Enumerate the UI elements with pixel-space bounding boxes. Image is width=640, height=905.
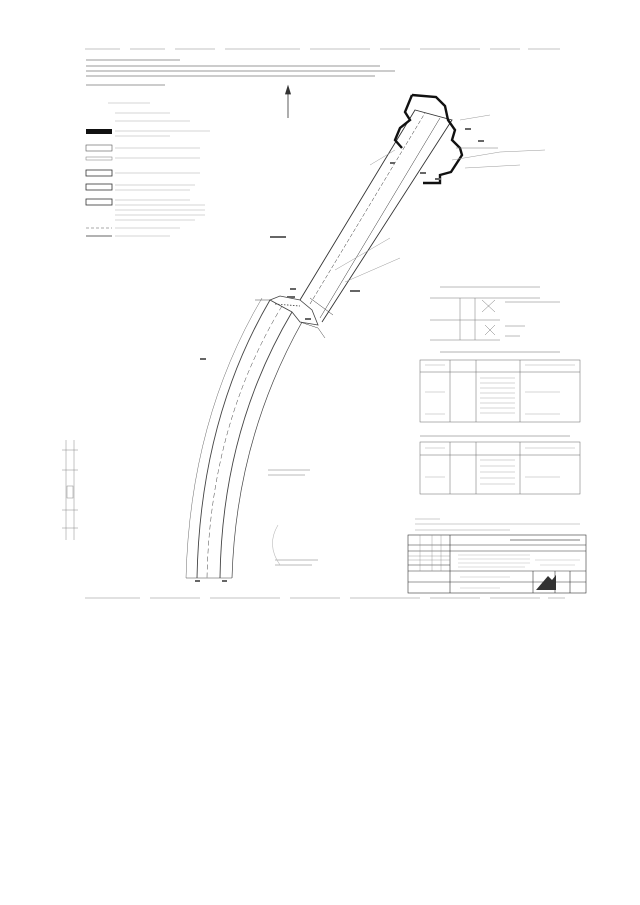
adjacent-land-lines <box>334 114 546 283</box>
legend-swatch-thick-boundary <box>86 129 112 134</box>
legend-swatch-plot <box>85 144 113 152</box>
map-legend <box>85 102 210 237</box>
north-arrow-icon <box>284 84 292 118</box>
thick-plot-boundary <box>393 93 464 185</box>
coordinate-sketch-table <box>430 286 560 341</box>
characteristics-table-2 <box>419 435 581 495</box>
drawing-notes <box>415 518 580 531</box>
map-callouts <box>268 147 498 566</box>
faint-arc <box>272 524 281 566</box>
characteristics-table-1 <box>419 351 581 423</box>
point-labels <box>195 128 484 582</box>
road-corridor-upper <box>299 109 453 323</box>
road-junction <box>255 295 326 339</box>
title-block-logo-icon <box>536 575 556 590</box>
document-header-lines <box>86 59 395 86</box>
road-corridor-lower <box>185 297 303 579</box>
drawing-title-block <box>407 534 587 594</box>
left-edge-scale <box>62 440 78 540</box>
